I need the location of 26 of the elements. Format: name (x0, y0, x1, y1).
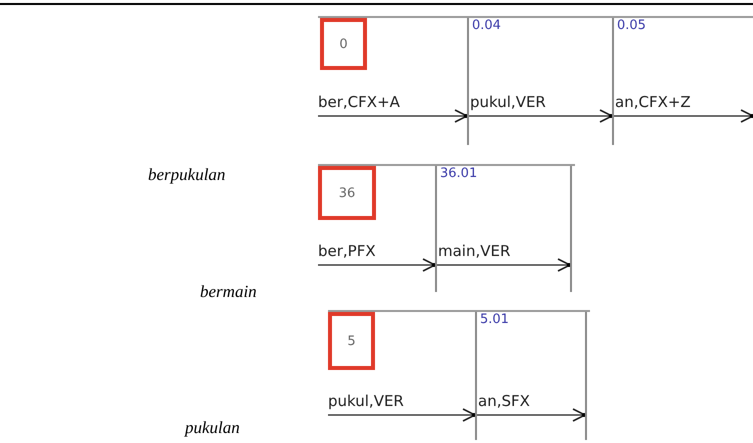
edge-label: ber,PFX (318, 243, 376, 260)
arrow (435, 258, 572, 272)
state-number: 5.01 (480, 312, 509, 327)
arrow (475, 408, 587, 422)
state-number: 0.05 (617, 18, 646, 33)
word-label: berpukulan (148, 165, 226, 185)
word-label: bermain (200, 282, 257, 302)
arrow (467, 109, 614, 123)
state-line (570, 166, 572, 292)
edge-label: an,CFX+Z (615, 94, 691, 111)
state-number: 36.01 (440, 166, 478, 181)
edge-label: ber,CFX+A (318, 94, 400, 111)
state-number: 0 (320, 18, 367, 70)
edge-label: main,VER (438, 243, 510, 260)
arrow (318, 258, 437, 272)
arrow (318, 109, 469, 123)
state-number: 5 (328, 312, 375, 370)
arrow (612, 109, 753, 123)
state-number: 36 (318, 166, 376, 220)
state-number: 0.04 (472, 18, 501, 33)
edge-label: pukul,VER (328, 393, 404, 410)
edge-label: pukul,VER (470, 94, 546, 111)
word-label: pukulan (185, 418, 240, 438)
edge-label: an,SFX (478, 393, 530, 410)
state-line (585, 312, 587, 440)
arrow (328, 408, 477, 422)
